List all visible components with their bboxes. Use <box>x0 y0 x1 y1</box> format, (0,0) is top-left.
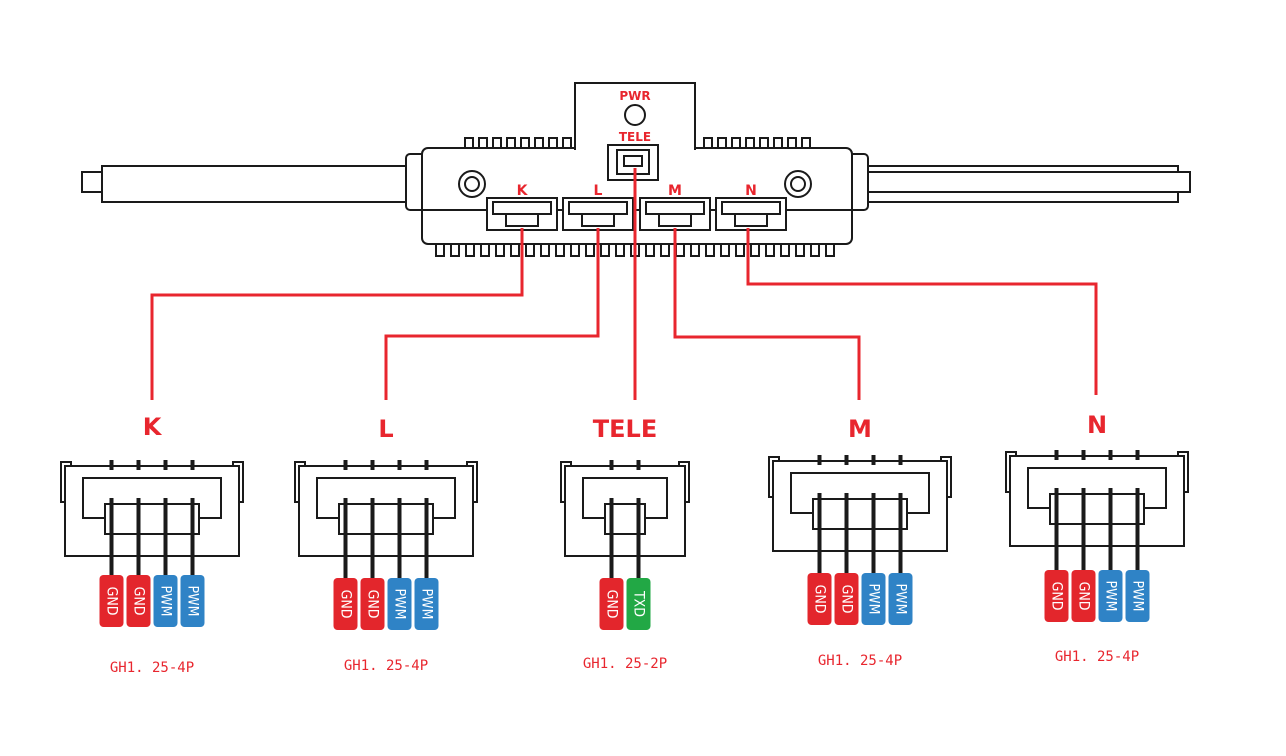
port-label-k: K <box>517 183 529 199</box>
pin-label: GND <box>131 587 147 616</box>
pin-contact <box>871 455 876 465</box>
wire-k <box>150 228 524 400</box>
pin-contact <box>136 460 141 470</box>
pin-badge-gnd <box>360 578 385 630</box>
connector-model: GH1. 25-4P <box>818 653 902 669</box>
pin-contact <box>1054 450 1059 460</box>
bottom-fins <box>435 243 835 257</box>
pin-label: PWM <box>1103 581 1119 612</box>
pin-label: PWM <box>866 584 882 615</box>
housing-latch <box>338 503 434 535</box>
pin-badge-pwm <box>861 573 886 625</box>
pin-label: PWM <box>392 589 408 620</box>
port-n-icon <box>715 197 787 231</box>
pin-badge-gnd <box>99 575 124 627</box>
housing-latch <box>1049 493 1145 525</box>
connector-title: TELE <box>593 415 657 443</box>
housing-inner <box>582 477 668 519</box>
pin-contact <box>609 460 614 470</box>
device-body <box>81 82 1191 257</box>
pin-badge-pwm <box>414 578 439 630</box>
wire-l <box>384 228 600 400</box>
port-label-n: N <box>745 183 757 199</box>
port-l-icon <box>562 197 634 231</box>
pin-badge-gnd <box>599 578 624 630</box>
pin-label: PWM <box>158 586 174 617</box>
connector-model: GH1. 25-4P <box>110 660 194 676</box>
connector-n: N GND GND PWM PWM GH1. 25-4P <box>1005 411 1189 665</box>
port-label-l: L <box>594 183 603 199</box>
pin-badge-gnd <box>807 573 832 625</box>
connector-model: GH1. 25-4P <box>344 658 428 674</box>
pin-label: GND <box>338 590 354 619</box>
connector-l: L GND GND PWM PWM GH1. 25-4P <box>294 415 478 674</box>
port-label-m: M <box>668 183 682 199</box>
connector-title: L <box>378 415 393 443</box>
connector-title: M <box>848 415 872 443</box>
pin-contact <box>1108 450 1113 460</box>
pin-contact <box>898 455 903 465</box>
pin-badge-pwm <box>153 575 178 627</box>
pin-contact <box>163 460 168 470</box>
wires <box>150 168 1098 400</box>
port-m-icon <box>639 197 711 231</box>
pin-label: GND <box>104 587 120 616</box>
pin-badge-pwm <box>180 575 205 627</box>
pin-badge-pwm <box>387 578 412 630</box>
pin-contact <box>1135 450 1140 460</box>
pin-badge-pwm <box>1098 570 1123 622</box>
connector-m: M GND GND PWM PWM GH1. 25-4P <box>768 415 952 669</box>
pin-label: GND <box>1049 582 1065 611</box>
pin-label: PWM <box>419 589 435 620</box>
pin-label: PWM <box>1130 581 1146 612</box>
pin-label: TXD <box>631 590 647 617</box>
pin-contact <box>844 455 849 465</box>
pin-label: PWM <box>185 586 201 617</box>
pin-badge-gnd <box>333 578 358 630</box>
tele-device-label: TELE <box>619 130 651 144</box>
pin-contact <box>109 460 114 470</box>
connector-tele: TELE GND TXD GH1. 25-2P <box>560 415 690 672</box>
pwr-button-icon <box>624 104 646 126</box>
pin-contact <box>190 460 195 470</box>
housing-latch <box>812 498 908 530</box>
pin-contact <box>424 460 429 470</box>
pin-label: GND <box>812 585 828 614</box>
wire-m <box>673 228 861 400</box>
pin-badge-gnd <box>1071 570 1096 622</box>
pin-contact <box>370 460 375 470</box>
housing-latch <box>104 503 200 535</box>
pin-label: GND <box>604 590 620 619</box>
connectors: K GND GND PWM PWM GH1. 25-4P L GND GND PWM PWM GH1.… <box>60 411 1189 676</box>
pin-contact <box>817 455 822 465</box>
pin-badge-gnd <box>834 573 859 625</box>
port-k-icon <box>486 197 558 231</box>
pin-badge-gnd <box>126 575 151 627</box>
pin-label: GND <box>365 590 381 619</box>
connector-title: K <box>143 413 163 441</box>
pin-badge-pwm <box>1125 570 1150 622</box>
pin-badge-txd <box>626 578 651 630</box>
pin-label: GND <box>1076 582 1092 611</box>
pin-contact <box>636 460 641 470</box>
pin-contact <box>343 460 348 470</box>
pwr-label: PWR <box>619 89 650 103</box>
pin-badge-pwm <box>888 573 913 625</box>
pin-label: GND <box>839 585 855 614</box>
wire-n <box>746 228 1098 395</box>
pin-label: PWM <box>893 584 909 615</box>
pin-contact <box>1081 450 1086 460</box>
connector-model: GH1. 25-4P <box>1055 649 1139 665</box>
connector-model: GH1. 25-2P <box>583 656 667 672</box>
pin-contact <box>397 460 402 470</box>
pin-badge-gnd <box>1044 570 1069 622</box>
connector-k: K GND GND PWM PWM GH1. 25-4P <box>60 413 244 676</box>
connector-title: N <box>1087 411 1107 439</box>
